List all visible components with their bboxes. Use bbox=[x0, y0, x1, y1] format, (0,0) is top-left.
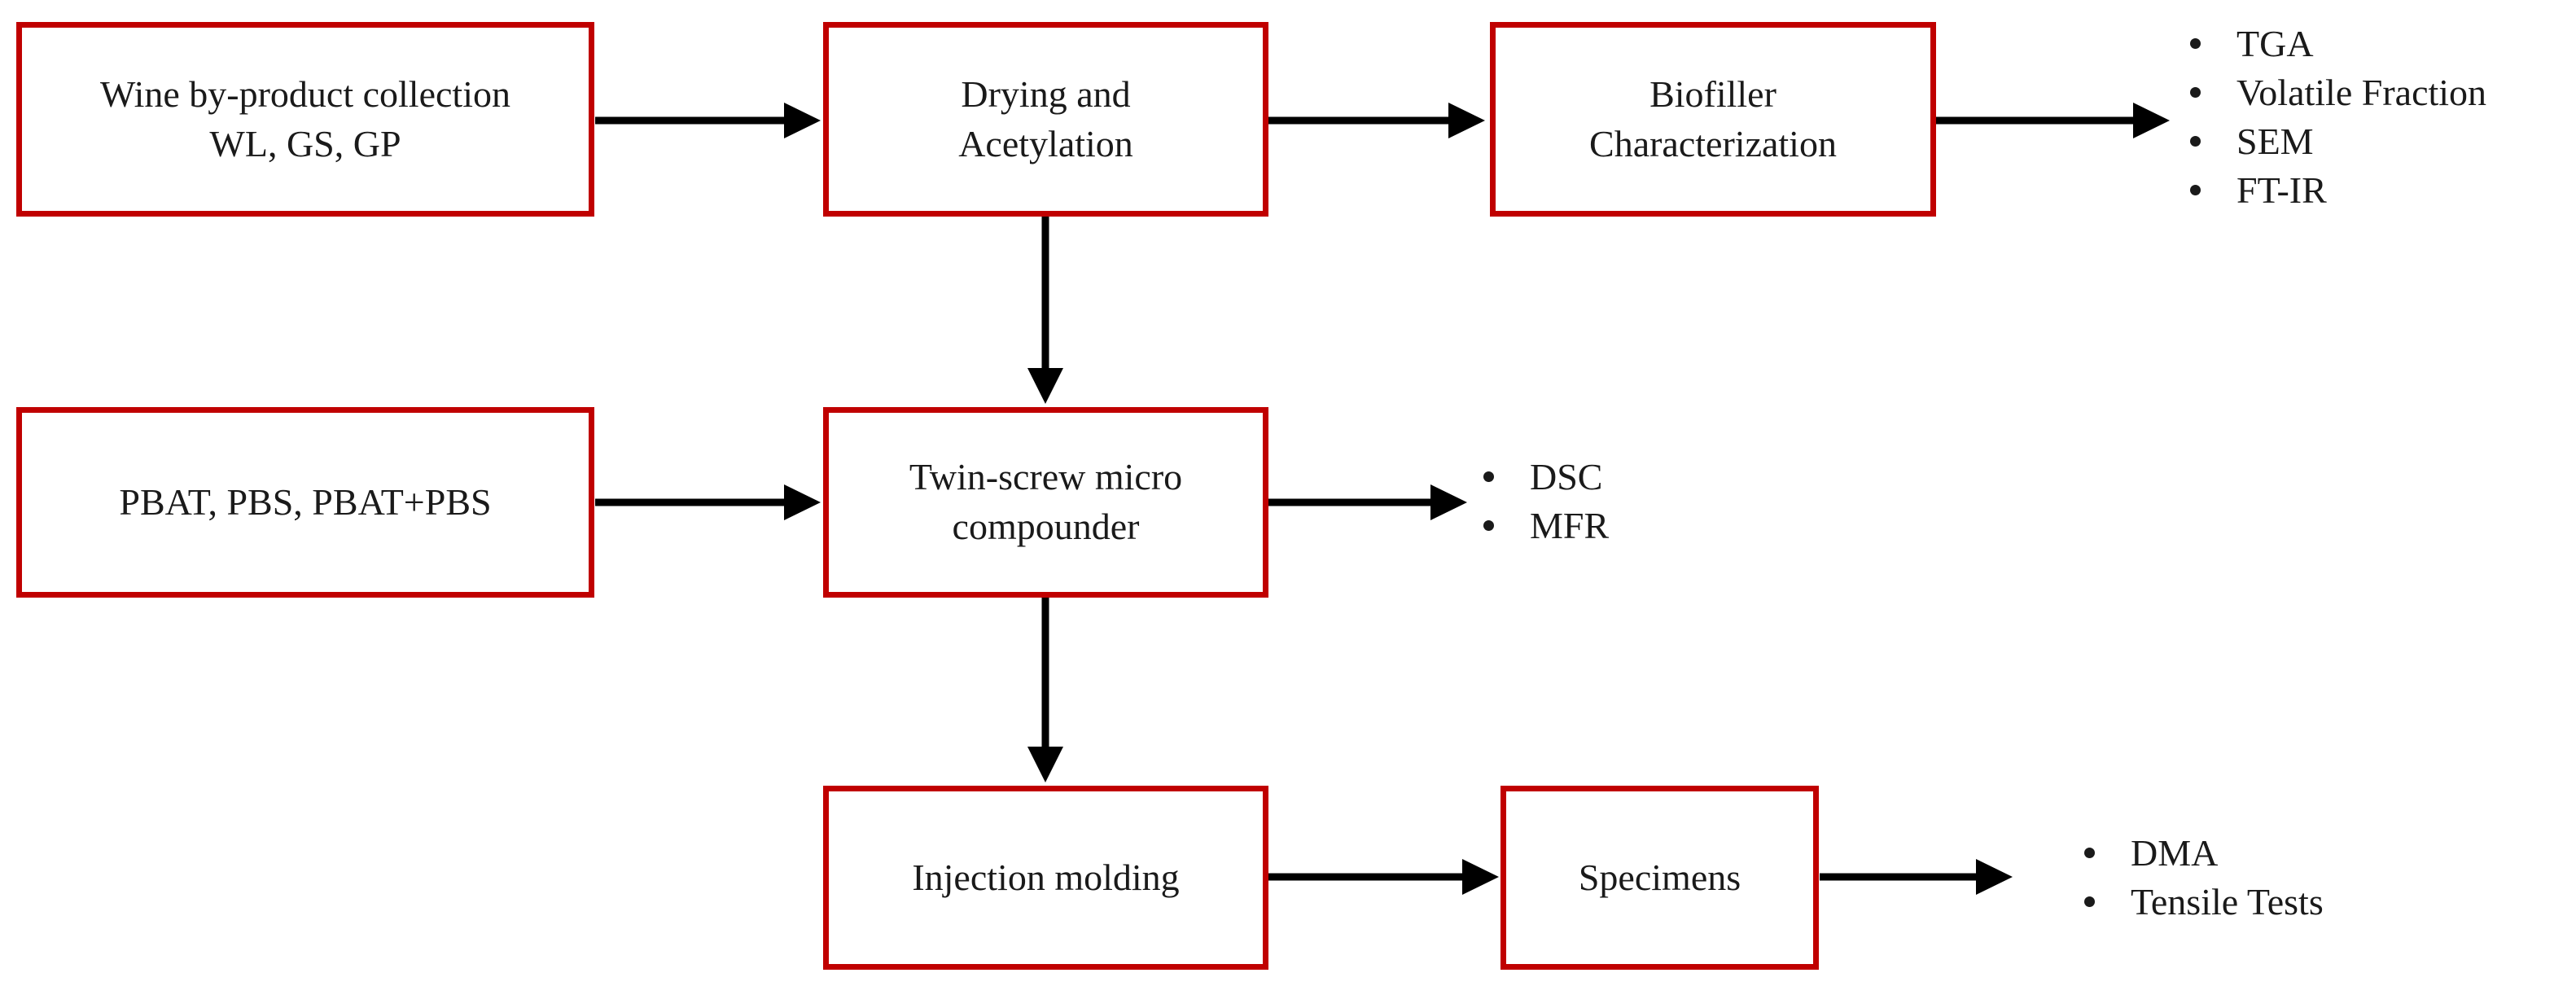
box-label: Acetylation bbox=[958, 122, 1133, 164]
bullet-icon bbox=[1483, 471, 1494, 482]
arrow-collection-to-drying bbox=[595, 103, 821, 138]
box-wine-by-product-collection: Wine by-product collection WL, GS, GP bbox=[16, 22, 594, 217]
list-item: Tensile Tests bbox=[2084, 877, 2324, 926]
list-item-label: SEM bbox=[2236, 120, 2314, 162]
box-biofiller-characterization: Biofiller Characterization bbox=[1490, 22, 1936, 217]
bullet-icon bbox=[2084, 896, 2095, 907]
arrow-drying-to-compounder bbox=[1027, 217, 1063, 404]
box-label: Characterization bbox=[1589, 122, 1837, 164]
list-item-label: Tensile Tests bbox=[2131, 880, 2324, 922]
list-item: FT-IR bbox=[2190, 165, 2486, 214]
list-item-label: TGA bbox=[2236, 22, 2314, 64]
box-pbat-pbs: PBAT, PBS, PBAT+PBS bbox=[16, 407, 594, 598]
arrow-drying-to-biofiller bbox=[1268, 103, 1485, 138]
box-specimens: Specimens bbox=[1500, 786, 1819, 970]
bullet-icon bbox=[2190, 37, 2201, 49]
arrow-specimens-to-tests bbox=[1820, 859, 2013, 895]
box-label: PBAT, PBS, PBAT+PBS bbox=[119, 480, 492, 523]
list-item-label: Volatile Fraction bbox=[2236, 71, 2487, 113]
bullet-icon bbox=[2190, 135, 2201, 147]
box-label: WL, GS, GP bbox=[209, 122, 401, 164]
box-label: compounder bbox=[952, 506, 1140, 547]
box-label: Drying and bbox=[961, 72, 1131, 115]
list-item: DSC bbox=[1483, 452, 1609, 501]
bullet-icon bbox=[2084, 847, 2095, 858]
arrow-biofiller-to-tests bbox=[1936, 103, 2170, 138]
specimen-tests-list: DMA Tensile Tests bbox=[2084, 828, 2324, 926]
arrow-compounder-to-injection bbox=[1027, 598, 1063, 782]
box-label: Specimens bbox=[1578, 856, 1741, 898]
arrow-injection-to-specimens bbox=[1268, 859, 1499, 895]
list-item: TGA bbox=[2190, 19, 2486, 68]
list-item-label: DMA bbox=[2131, 831, 2219, 874]
arrow-compounder-to-tests bbox=[1268, 484, 1467, 520]
list-item-label: FT-IR bbox=[2236, 169, 2327, 211]
box-label: Biofiller bbox=[1649, 72, 1776, 115]
biofiller-tests-list: TGA Volatile Fraction SEM FT-IR bbox=[2190, 19, 2486, 214]
list-item: MFR bbox=[1483, 501, 1609, 550]
box-twin-screw-micro-compounder: Twin-screw micro compounder bbox=[823, 407, 1268, 598]
box-label: Wine by-product collection bbox=[100, 72, 510, 115]
list-item-label: MFR bbox=[1530, 504, 1610, 546]
list-item-label: DSC bbox=[1530, 455, 1603, 497]
box-drying-and-acetylation: Drying and Acetylation bbox=[823, 22, 1268, 217]
box-injection-molding: Injection molding bbox=[823, 786, 1268, 970]
compounder-tests-list: DSC MFR bbox=[1483, 452, 1609, 550]
list-item: Volatile Fraction bbox=[2190, 68, 2486, 116]
bullet-icon bbox=[1483, 519, 1494, 531]
arrow-polymers-to-compounder bbox=[595, 484, 821, 520]
bullet-icon bbox=[2190, 184, 2201, 195]
list-item: SEM bbox=[2190, 116, 2486, 165]
bullet-icon bbox=[2190, 86, 2201, 98]
list-item: DMA bbox=[2084, 828, 2324, 877]
box-label: Injection molding bbox=[912, 856, 1180, 898]
box-label: Twin-screw micro bbox=[909, 456, 1183, 498]
